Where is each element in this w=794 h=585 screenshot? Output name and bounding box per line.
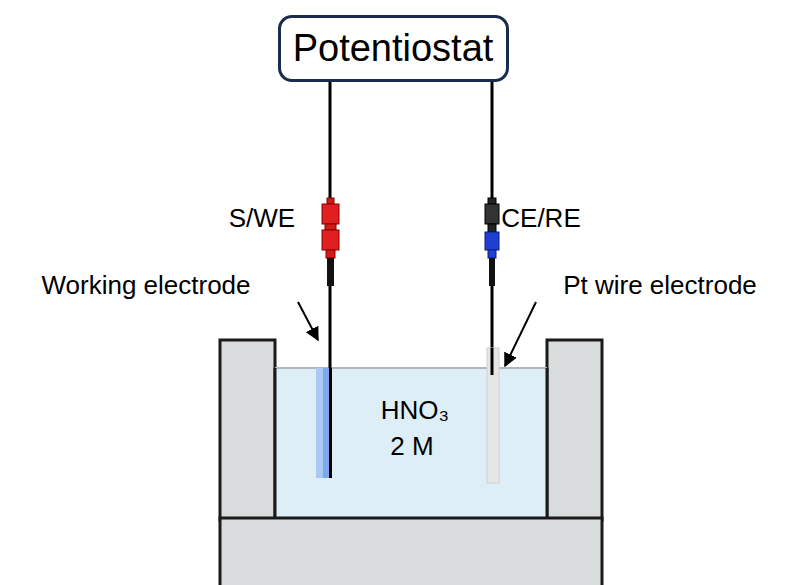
part-label: Pt wire electrode — [563, 271, 757, 300]
pt-electrode — [487, 348, 499, 483]
instrument-name: Potentiostat — [293, 28, 494, 70]
leader-arrow — [505, 302, 536, 366]
instrument-box: Potentiostat — [278, 15, 509, 82]
terminal-label: S/WE — [229, 204, 295, 233]
working-electrode — [323, 368, 329, 478]
terminal-label: CE/RE — [501, 204, 580, 233]
black-blue-clip — [485, 198, 499, 286]
liquid-surface — [275, 367, 547, 369]
leader-arrow — [298, 302, 318, 340]
concentration-label: 2 M — [390, 432, 433, 461]
red-clip — [322, 198, 339, 286]
electrolyte-label: HNO₃ — [381, 396, 449, 425]
part-label: Working electrode — [41, 271, 250, 300]
container-base — [220, 518, 602, 585]
electrolyte — [275, 368, 547, 518]
working-electrode — [316, 368, 323, 478]
container-wall — [547, 340, 602, 520]
container-wall — [220, 340, 275, 520]
